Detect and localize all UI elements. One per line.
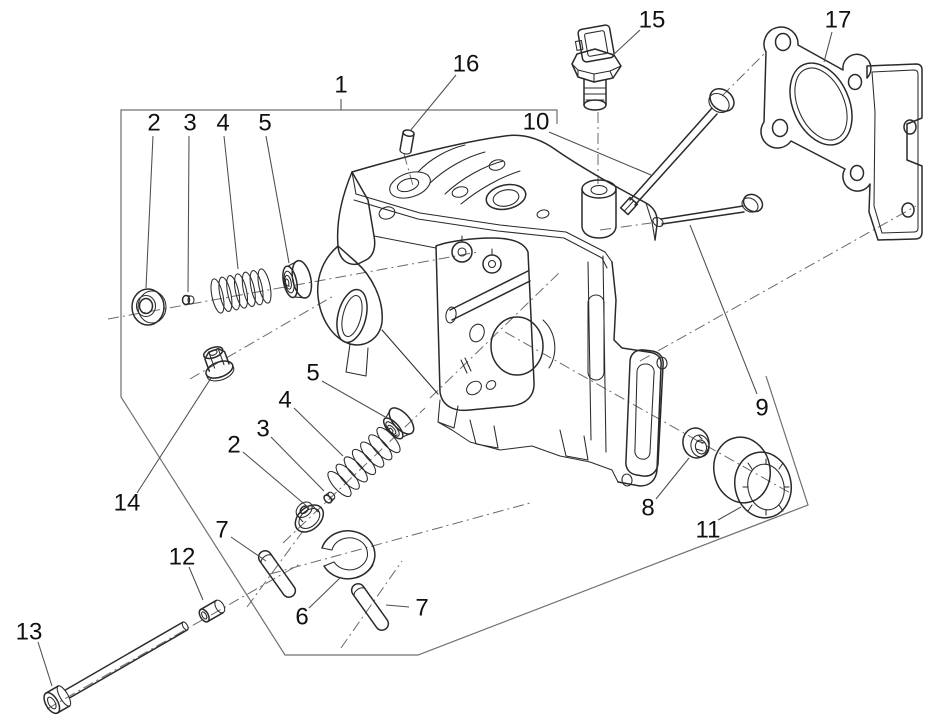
callout-8: 8 [641,495,654,522]
valve-spring-lower [327,426,401,498]
callout-3-upper: 3 [183,110,196,137]
exhaust-valve [652,193,764,227]
cylinder-head-drawing [316,134,668,487]
callout-12-leader-line [188,566,204,601]
callout-4-lower: 4 [278,387,291,414]
callout-17-leader-line [823,31,833,63]
cam-end-nut [682,427,710,459]
callout-9: 9 [755,395,768,422]
valve-stem-seal [619,196,639,216]
temperature-sensor [571,24,622,111]
valve-cap-upper [282,259,313,299]
bearing-needles [742,458,790,516]
valve-spring-set-upper [131,259,313,326]
small-dowel [399,129,415,155]
valve-cotter-upper [181,294,195,306]
callout-5-lower: 5 [306,360,319,387]
callout-3-lower-leader-line [270,436,325,492]
callout-3-upper-leader-line [187,135,190,293]
callout-3-lower: 3 [256,416,269,443]
callout-11: 11 [696,517,721,544]
callout-5-upper: 5 [258,110,271,137]
flange-nut [202,346,235,382]
valve-cap-lower [382,407,415,440]
callout-10-leader-line [548,131,652,176]
dowel-pin-left [257,550,297,598]
callout-11-leader-line [717,506,742,521]
callout-6: 6 [295,604,308,631]
callout-7-left: 7 [215,517,228,544]
spring-washer-lower [294,501,325,533]
callout-2-upper-leader-line [145,135,154,289]
callout-1: 1 [334,72,347,99]
spacer-bush [198,599,226,623]
callout-7-right: 7 [415,595,428,622]
callout-16-leader-line [409,74,457,132]
callout-15-leader-line [611,29,641,57]
cylinder-head-bolt [43,621,189,715]
callout-4-upper-leader-line [223,135,239,270]
callout-15: 15 [639,7,666,34]
callout-6-leader-line [308,576,342,609]
group-boundary-outline [120,109,809,656]
callout-14: 14 [114,490,141,517]
callout-5-upper-leader-line [265,135,290,264]
callout-9-leader-line [689,224,758,395]
callout-14-leader-line [136,377,212,494]
lock-ring [321,530,376,580]
dowel-pin-right [350,583,390,631]
callout-2-lower-leader-line [242,451,310,509]
callout-2-lower: 2 [227,432,240,459]
callout-12: 12 [169,544,196,571]
callout-4-lower-leader-line [293,407,344,457]
callout-7-right-leader-line [385,604,410,608]
assembly-axis-lines [46,51,917,710]
callout-13-leader-line [37,641,53,687]
needle-bearing [713,436,792,519]
valve-spring-set-lower [294,407,415,533]
callout-17: 17 [825,7,852,34]
callout-16: 16 [453,51,480,78]
callout-8-leader-line [655,457,690,500]
intake-valve [619,88,735,216]
callout-7-left-leader-line [230,536,267,562]
callout-13: 13 [16,619,43,646]
callout-5-lower-leader-line [321,380,388,419]
valve-cotter-lower [323,491,336,504]
valve-spring-upper [210,268,272,314]
callout-2-upper: 2 [147,110,160,137]
callout-4-upper: 4 [216,110,229,137]
callout-10: 10 [523,109,550,136]
head-gasket [760,26,923,241]
